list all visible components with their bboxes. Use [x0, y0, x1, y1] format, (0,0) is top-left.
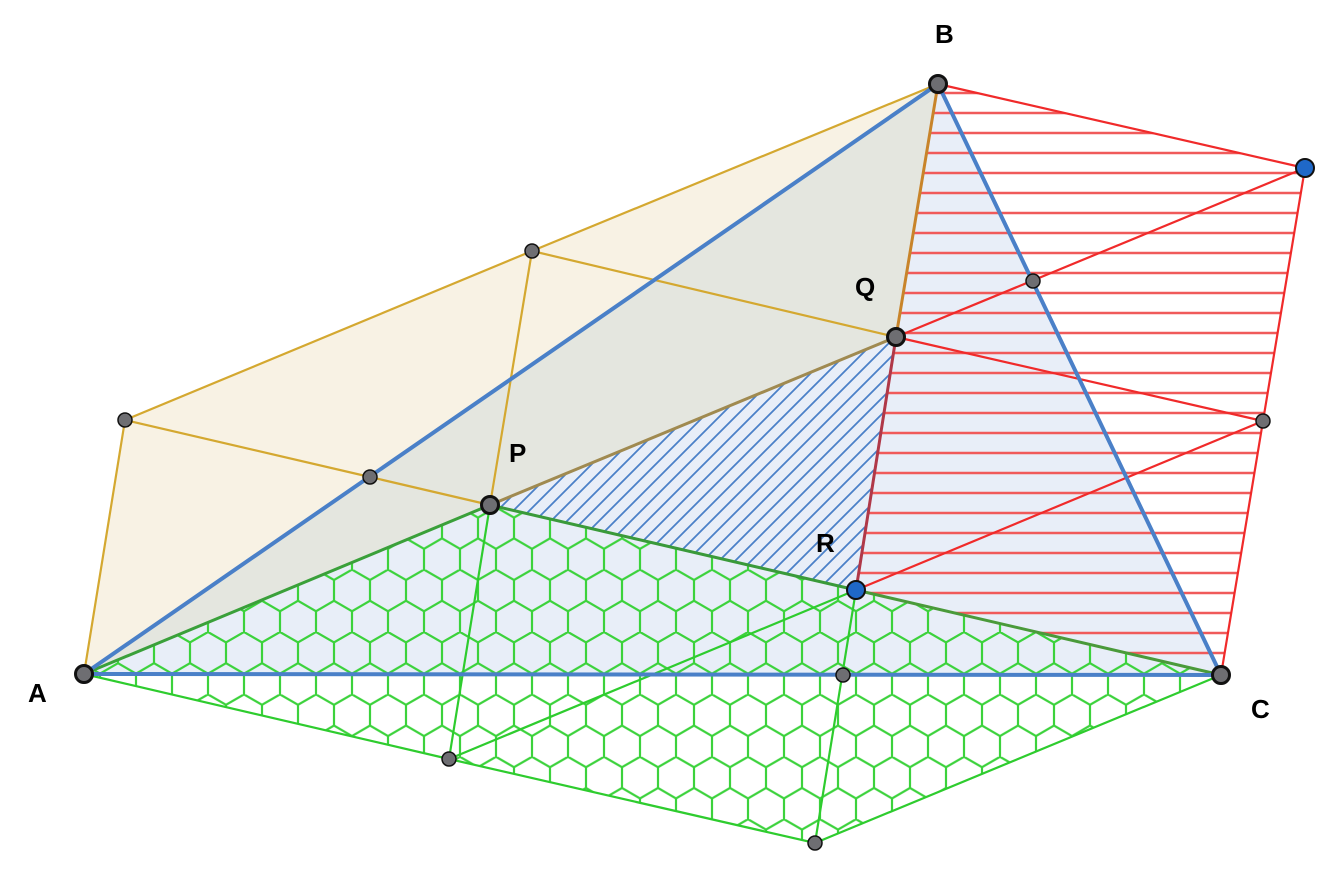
triangle-abc — [77, 81, 1225, 678]
point-q[interactable] — [886, 327, 906, 347]
point[interactable] — [441, 751, 457, 767]
segment-rc — [855, 588, 1222, 677]
label-b: B — [935, 19, 954, 49]
segment-ap — [83, 503, 491, 676]
label-q: Q — [855, 272, 875, 302]
point-b[interactable] — [928, 74, 948, 94]
label-p: P — [509, 438, 526, 468]
point[interactable] — [362, 469, 378, 485]
segment-pq — [489, 335, 897, 507]
construction-points — [117, 243, 1271, 851]
point[interactable] — [524, 243, 540, 259]
point[interactable] — [835, 667, 851, 683]
label-r: R — [816, 528, 835, 558]
point-free[interactable] — [1295, 158, 1315, 178]
segment-qr — [854, 336, 898, 591]
point[interactable] — [807, 835, 823, 851]
point-r[interactable] — [846, 580, 866, 600]
point-c[interactable] — [1211, 665, 1231, 685]
point[interactable] — [117, 412, 133, 428]
point[interactable] — [1025, 273, 1041, 289]
segment-pr — [489, 503, 857, 592]
point-p[interactable] — [480, 495, 500, 515]
label-a: A — [28, 678, 47, 708]
segment-qb — [894, 83, 940, 338]
blue-hatched-triangle-pqr — [490, 337, 896, 590]
point[interactable] — [1255, 413, 1271, 429]
label-c: C — [1251, 694, 1270, 724]
point-a[interactable] — [74, 664, 94, 684]
